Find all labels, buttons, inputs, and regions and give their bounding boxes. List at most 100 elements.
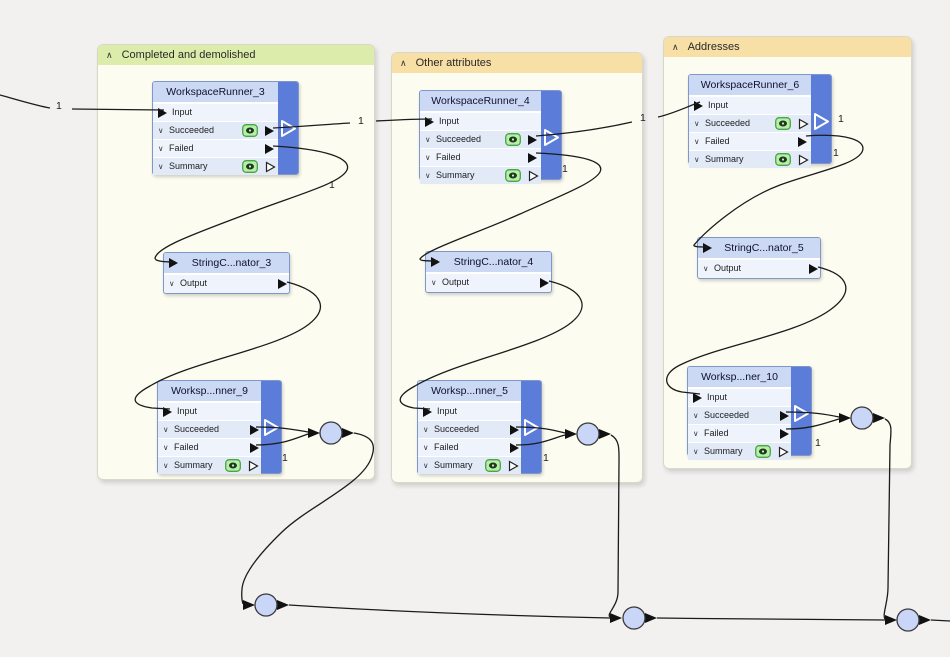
junction-node[interactable] <box>622 606 646 630</box>
port-summary[interactable]: Summary <box>169 161 208 171</box>
chevron-down-icon[interactable]: ∨ <box>693 447 699 456</box>
chevron-down-icon[interactable]: ∨ <box>425 135 431 144</box>
chevron-down-icon[interactable]: ∨ <box>694 119 700 128</box>
node-title[interactable]: WorkspaceRunner_3 <box>153 82 278 103</box>
input-port-arrow[interactable] <box>169 258 178 268</box>
port-summary[interactable]: Summary <box>705 154 744 164</box>
junction-node[interactable] <box>896 608 920 632</box>
port-summary[interactable]: Summary <box>704 446 743 456</box>
output-port-arrow[interactable] <box>798 136 807 147</box>
input-port-arrow[interactable] <box>693 392 702 403</box>
port-succeeded[interactable]: Succeeded <box>705 118 751 128</box>
transformer-workspacerunner-4[interactable]: WorkspaceRunner_4 Input ∨ Succeeded ∨ Fail… <box>419 90 562 184</box>
transformer-stringconcatenator-5[interactable]: StringC...nator_5 ∨Output <box>697 237 821 279</box>
play-icon[interactable] <box>793 404 810 423</box>
chevron-down-icon[interactable]: ∨ <box>703 264 709 273</box>
output-port-arrow[interactable] <box>540 277 549 288</box>
chevron-down-icon[interactable]: ∨ <box>163 425 169 434</box>
transformer-workspacerunner-10[interactable]: Worksp...ner_10 Input ∨Succeeded ∨Failed… <box>687 366 812 460</box>
chevron-down-icon[interactable]: ∨ <box>163 461 169 470</box>
port-input[interactable]: Input <box>437 406 458 416</box>
port-succeeded[interactable]: Succeeded <box>436 134 482 144</box>
chevron-down-icon[interactable]: ∨ <box>158 144 164 153</box>
port-succeeded[interactable]: Succeeded <box>704 410 750 420</box>
chevron-down-icon[interactable]: ∨ <box>425 153 431 162</box>
port-failed[interactable]: Failed <box>704 428 729 438</box>
input-port-arrow[interactable] <box>425 116 434 127</box>
unconnected-port-arrow[interactable] <box>248 460 259 472</box>
connection[interactable] <box>288 604 611 619</box>
collapse-icon[interactable]: ∧ <box>400 58 407 68</box>
port-output[interactable]: Output <box>442 277 470 287</box>
output-port-arrow[interactable] <box>265 143 274 154</box>
port-succeeded[interactable]: Succeeded <box>434 424 480 434</box>
port-succeeded[interactable]: Succeeded <box>169 125 215 135</box>
node-title[interactable]: Worksp...ner_10 <box>688 367 791 388</box>
transformer-workspacerunner-6[interactable]: WorkspaceRunner_6 Input ∨Succeeded ∨Fail… <box>688 74 832 168</box>
port-failed[interactable]: Failed <box>436 152 461 162</box>
connection[interactable] <box>0 94 51 109</box>
output-port-arrow[interactable] <box>528 134 537 145</box>
chevron-down-icon[interactable]: ∨ <box>423 461 429 470</box>
port-input[interactable]: Input <box>439 116 460 126</box>
output-port-arrow[interactable] <box>780 410 789 421</box>
node-title[interactable]: StringC...nator_5 <box>698 238 820 259</box>
inspect-eye-icon[interactable] <box>755 445 771 458</box>
input-port-arrow[interactable] <box>694 100 703 111</box>
node-title[interactable]: WorkspaceRunner_4 <box>420 91 541 112</box>
output-port-arrow[interactable] <box>250 442 259 453</box>
node-title[interactable]: Worksp...nner_9 <box>158 381 261 402</box>
port-succeeded[interactable]: Succeeded <box>174 424 220 434</box>
play-icon[interactable] <box>523 418 540 437</box>
output-port-arrow[interactable] <box>528 152 537 163</box>
transformer-stringconcatenator-4[interactable]: StringC...nator_4 ∨Output <box>425 251 552 293</box>
transformer-workspacerunner-5[interactable]: Worksp...nner_5 Input ∨ Succeeded ∨ Failed… <box>417 380 542 474</box>
chevron-down-icon[interactable]: ∨ <box>694 137 700 146</box>
inspect-eye-icon[interactable] <box>775 153 791 166</box>
junction-node[interactable] <box>254 593 278 617</box>
inspect-eye-icon[interactable] <box>242 124 258 137</box>
port-failed[interactable]: Failed <box>705 136 730 146</box>
port-failed[interactable]: Failed <box>174 442 199 452</box>
port-summary[interactable]: Summary <box>174 460 213 470</box>
chevron-down-icon[interactable]: ∨ <box>163 443 169 452</box>
chevron-down-icon[interactable]: ∨ <box>423 443 429 452</box>
connection[interactable] <box>930 619 950 622</box>
inspect-eye-icon[interactable] <box>242 160 258 173</box>
play-icon[interactable] <box>263 418 280 437</box>
input-port-arrow[interactable] <box>163 406 172 417</box>
port-failed[interactable]: Failed <box>169 143 194 153</box>
output-port-arrow[interactable] <box>265 125 274 136</box>
unconnected-port-arrow[interactable] <box>528 170 539 182</box>
inspect-eye-icon[interactable] <box>505 169 521 182</box>
play-icon[interactable] <box>543 128 560 147</box>
node-title[interactable]: StringC...nator_4 <box>426 252 551 273</box>
chevron-down-icon[interactable]: ∨ <box>169 279 175 288</box>
collapse-icon[interactable]: ∧ <box>106 50 113 60</box>
port-input[interactable]: Input <box>172 107 193 117</box>
transformer-stringconcatenator-3[interactable]: StringC...nator_3 ∨ Output <box>163 252 290 294</box>
port-input[interactable]: Input <box>708 100 729 110</box>
chevron-down-icon[interactable]: ∨ <box>425 171 431 180</box>
inspect-eye-icon[interactable] <box>485 459 501 472</box>
output-port-arrow[interactable] <box>510 424 519 435</box>
chevron-down-icon[interactable]: ∨ <box>693 429 699 438</box>
play-icon[interactable] <box>813 112 830 131</box>
chevron-down-icon[interactable]: ∨ <box>423 425 429 434</box>
unconnected-port-arrow[interactable] <box>798 154 809 166</box>
node-title[interactable]: StringC...nator_3 <box>164 253 289 274</box>
port-failed[interactable]: Failed <box>434 442 459 452</box>
bookmark-header[interactable]: ∧ Other attributes <box>392 53 642 73</box>
chevron-down-icon[interactable]: ∨ <box>693 411 699 420</box>
node-title[interactable]: Worksp...nner_5 <box>418 381 521 402</box>
inspect-eye-icon[interactable] <box>505 133 521 146</box>
inspect-eye-icon[interactable] <box>225 459 241 472</box>
unconnected-port-arrow[interactable] <box>798 118 809 130</box>
output-port-arrow[interactable] <box>780 428 789 439</box>
port-output[interactable]: Output <box>180 278 208 288</box>
inspect-eye-icon[interactable] <box>775 117 791 130</box>
output-port-arrow[interactable] <box>278 278 287 289</box>
bookmark-header[interactable]: ∧ Completed and demolished <box>98 45 374 65</box>
chevron-down-icon[interactable]: ∨ <box>158 126 164 135</box>
